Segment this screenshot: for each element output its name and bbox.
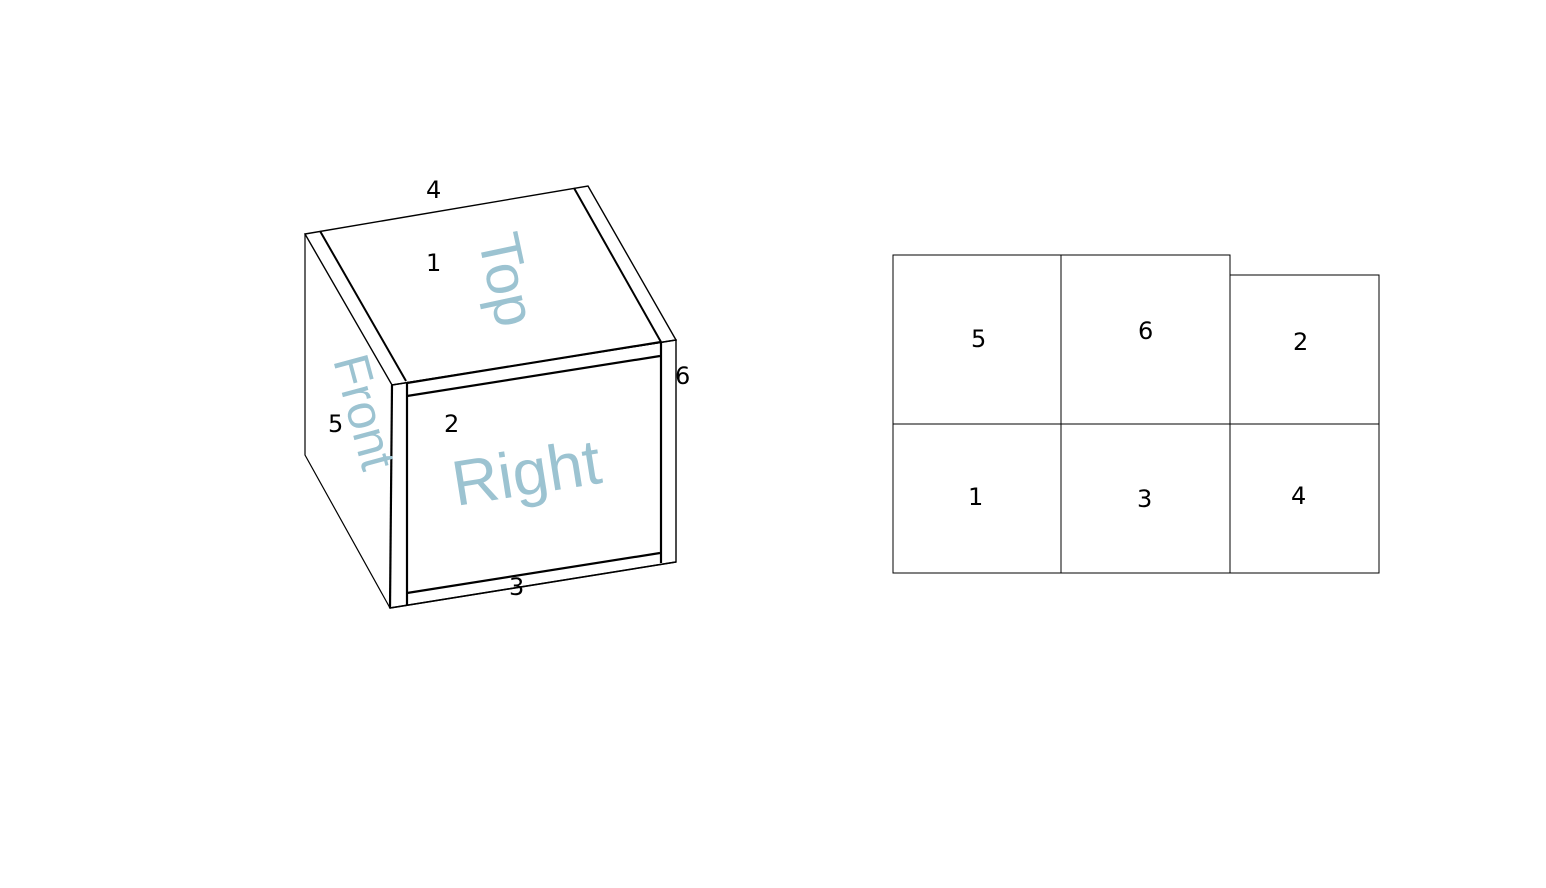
- right-frame-bottom-inner: [406, 551, 661, 595]
- top-bevel-right: [573, 187, 662, 343]
- net-number-top-right: 2: [1293, 328, 1308, 356]
- net-number-bottom-right: 4: [1291, 482, 1306, 510]
- cube-number-right-edge: 6: [675, 362, 690, 390]
- net-number-bottom-left: 1: [968, 483, 983, 511]
- cube-number-bottom-edge: 3: [509, 573, 524, 601]
- top-face-word: Top: [465, 227, 548, 332]
- cube-number-top-face: 1: [426, 249, 441, 277]
- net-number-bottom-middle: 3: [1137, 485, 1152, 513]
- right-frame-left-outer: [388, 384, 394, 609]
- right-face-word: Right: [447, 425, 606, 520]
- top-bevel-left: [319, 230, 407, 382]
- cube-net: 5 6 2 1 3 4: [892, 254, 1380, 574]
- cube-number-front-face: 5: [328, 410, 343, 438]
- cube-number-top-edge: 4: [426, 176, 441, 204]
- net-number-top-middle: 6: [1138, 317, 1153, 345]
- cube-drawing: Top Front Right 4 1 6 5 2 3: [303, 176, 690, 609]
- front-face-outline: [304, 234, 391, 609]
- right-frame-top-inner: [406, 354, 661, 398]
- net-number-top-left: 5: [971, 325, 986, 353]
- cube-number-right-face: 2: [444, 410, 459, 438]
- right-frame-top: [406, 340, 662, 385]
- net-cell-bottom-right: [1229, 423, 1380, 574]
- right-frame-bottom: [389, 561, 677, 609]
